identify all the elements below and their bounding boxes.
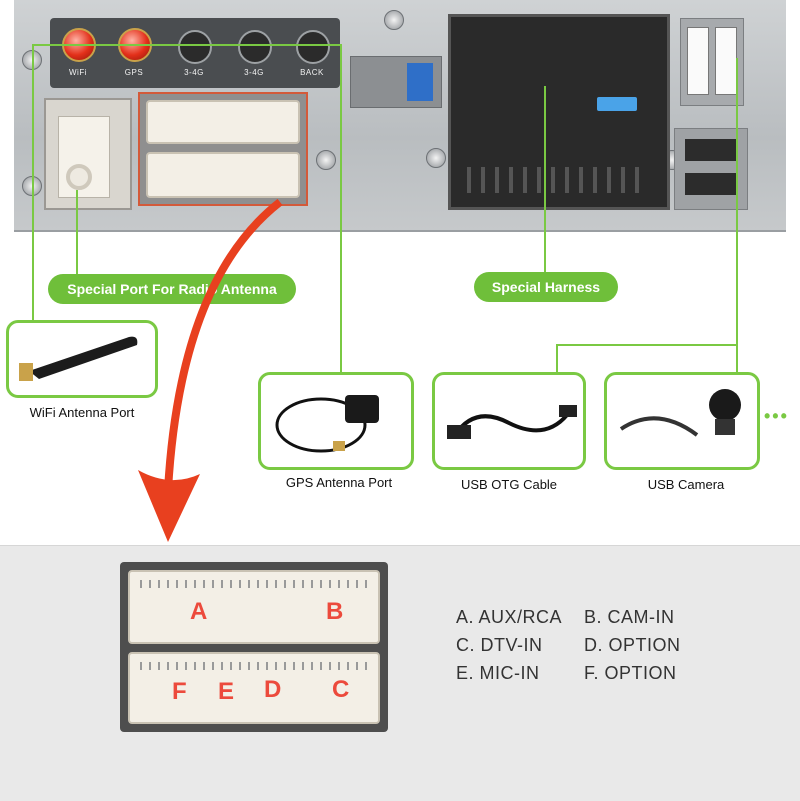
back-port-label: BACK	[300, 68, 324, 77]
connector-line	[32, 44, 342, 46]
legend-c: C. DTV-IN	[456, 635, 543, 655]
more-indicator: •••	[764, 406, 789, 426]
red-arrow-icon	[138, 198, 283, 542]
usb-otg-caption: USB OTG Cable	[460, 477, 558, 492]
dip-switch	[350, 56, 442, 108]
connector-line	[32, 44, 34, 324]
connector-line	[76, 190, 78, 278]
legend-d: D. OPTION	[584, 635, 681, 655]
gps-antenna-icon	[275, 395, 379, 453]
connector-line	[556, 344, 558, 374]
usb-camera-caption: USB Camera	[647, 477, 725, 492]
camera-icon	[619, 389, 741, 437]
connector-letter: C	[332, 676, 350, 703]
gps-antenna-caption: GPS Antenna Port	[285, 475, 393, 490]
connector-detail-image	[120, 562, 388, 732]
legend-e: E. MIC-IN	[456, 663, 540, 683]
connector-letter: B	[326, 598, 344, 625]
usb-otg-box	[432, 372, 586, 470]
gps-antenna-box	[258, 372, 414, 470]
rear-connector-block	[138, 92, 308, 206]
wifi-port-label: WiFi	[69, 68, 87, 77]
connector-line	[340, 44, 342, 374]
screw	[426, 148, 446, 168]
port-label: 3-4G	[184, 68, 204, 77]
connector-letter: A	[190, 598, 208, 625]
wifi-antenna-icon	[19, 336, 138, 381]
connector-line	[736, 58, 738, 376]
connector-letter: F	[172, 678, 187, 705]
legend-f: F. OPTION	[584, 663, 677, 683]
gps-port-label: GPS	[124, 68, 144, 77]
port-label: 3-4G	[244, 68, 264, 77]
screw	[384, 10, 404, 30]
usb-port-stack-icon	[674, 128, 748, 210]
legend-b: B. CAM-IN	[584, 607, 675, 627]
port-hole-icon	[296, 30, 330, 64]
usb-cable-icon	[447, 405, 577, 439]
wifi-antenna-box	[6, 320, 158, 398]
legend-a: A. AUX/RCA	[456, 607, 563, 627]
harness-socket	[448, 14, 670, 210]
wifi-antenna-caption: WiFi Antenna Port	[29, 405, 135, 420]
radio-antenna-socket	[44, 98, 132, 210]
port-hole-icon	[238, 30, 272, 64]
connector-line	[544, 86, 546, 276]
usb-port-pair-icon	[680, 18, 744, 106]
connector-letter: D	[264, 676, 282, 703]
radio-antenna-pill: Special Port For Radio Antenna	[48, 274, 296, 304]
usb-camera-box	[604, 372, 760, 470]
connector-letter: E	[218, 678, 235, 705]
connector-line	[556, 344, 738, 346]
harness-pill: Special Harness	[474, 272, 618, 302]
screw	[316, 150, 336, 170]
port-hole-icon	[178, 30, 212, 64]
